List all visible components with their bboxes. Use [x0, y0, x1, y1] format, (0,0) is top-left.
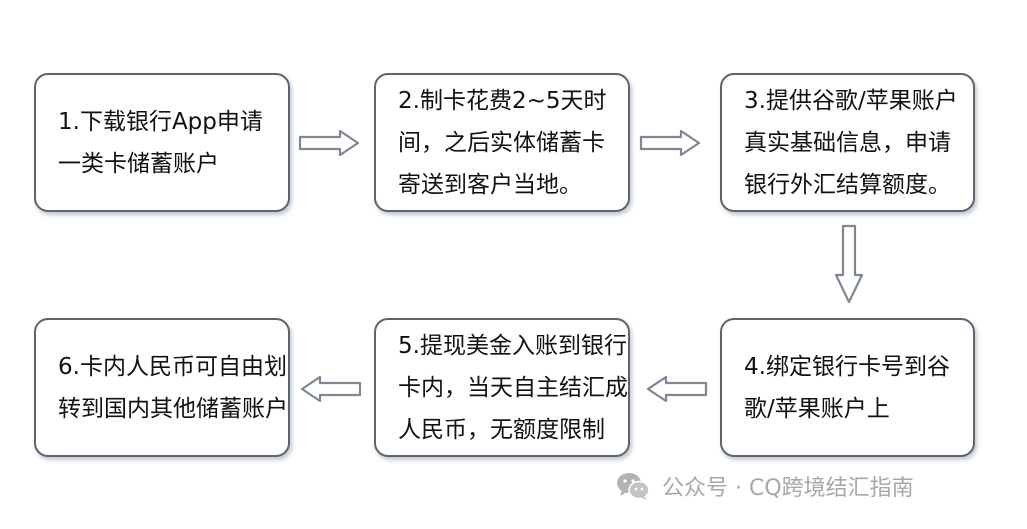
step-text-line: 银行外汇结算额度。 [744, 171, 951, 198]
step-4-box: 4.绑定银行卡号到谷 歌/苹果账户上 [720, 318, 975, 457]
arrow-step3-to-step4 [834, 224, 864, 304]
arrow-step5-to-step6 [300, 375, 362, 403]
step-6-box: 6.卡内人民币可自由划 转到国内其他储蓄账户 [34, 318, 290, 457]
step-text-line: 5.提现美金入账到银行 [398, 332, 627, 359]
step-text-line: 1.下载银行App申请 [58, 108, 263, 135]
step-text-line: 一类卡储蓄账户 [58, 150, 219, 177]
step-text-line: 歌/苹果账户上 [744, 395, 890, 422]
step-text-line: 间，之后实体储蓄卡 [398, 129, 605, 156]
step-text-line: 人民币，无额度限制 [398, 416, 605, 443]
step-5-box: 5.提现美金入账到银行 卡内，当天自主结汇成 人民币，无额度限制 [374, 318, 630, 457]
arrow-step4-to-step5 [646, 375, 708, 403]
step-1-box: 1.下载银行App申请 一类卡储蓄账户 [34, 73, 290, 212]
arrow-step1-to-step2 [298, 129, 360, 157]
watermark-text: 公众号 · CQ跨境结汇指南 [662, 476, 914, 501]
wechat-icon [617, 473, 650, 500]
step-text-line: 3.提供谷歌/苹果账户 [744, 87, 958, 114]
step-2-box: 2.制卡花费2~5天时 间，之后实体储蓄卡 寄送到客户当地。 [374, 73, 630, 212]
step-text-line: 真实基础信息，申请 [744, 129, 951, 156]
step-text-line: 转到国内其他储蓄账户 [58, 395, 288, 422]
arrow-step2-to-step3 [639, 129, 701, 157]
step-text-line: 寄送到客户当地。 [398, 171, 582, 198]
step-text-line: 卡内，当天自主结汇成 [398, 374, 628, 401]
step-text-line: 2.制卡花费2~5天时 [398, 87, 607, 114]
step-text-line: 6.卡内人民币可自由划 [58, 353, 287, 380]
step-text-line: 4.绑定银行卡号到谷 [744, 353, 950, 380]
step-3-box: 3.提供谷歌/苹果账户 真实基础信息，申请 银行外汇结算额度。 [720, 73, 975, 212]
watermark: 公众号 · CQ跨境结汇指南 [616, 470, 914, 502]
